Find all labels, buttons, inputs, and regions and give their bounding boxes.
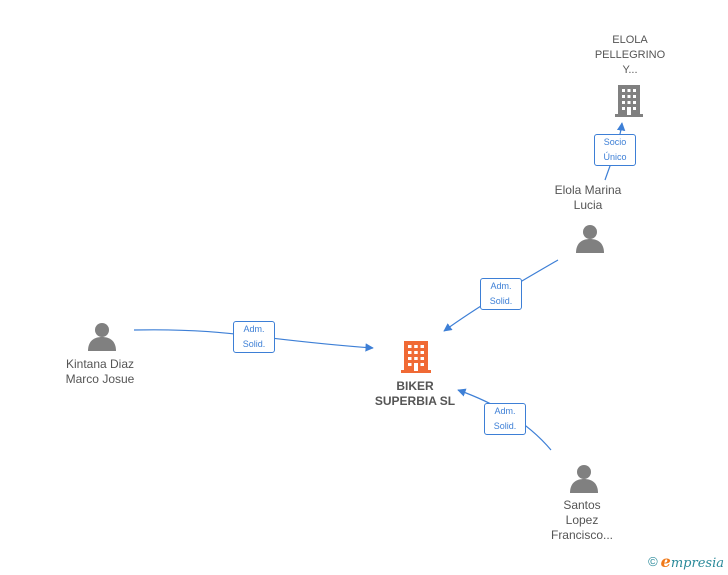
node-label-kintana[interactable]: Kintana Diaz Marco Josue (65, 357, 135, 386)
copyright-icon: © (648, 554, 658, 569)
building-icon[interactable] (401, 341, 431, 373)
node-label-central[interactable]: BIKER SUPERBIA SL (374, 379, 456, 408)
edge-label-elola-marina[interactable]: Adm. Solid. (480, 278, 522, 310)
node-label-elola-pellegrino[interactable]: ELOLA PELLEGRINO Y... (594, 34, 666, 76)
person-icon[interactable] (88, 323, 116, 351)
person-icon[interactable] (576, 225, 604, 253)
brand-footer[interactable]: © empresia (648, 552, 724, 571)
brand-logo[interactable]: empresia (660, 552, 724, 571)
edge-label-santos[interactable]: Adm. Solid. (484, 403, 526, 435)
person-icon[interactable] (570, 465, 598, 493)
edge-label-elola-pellegrino[interactable]: Socio Único (594, 134, 636, 166)
building-icon[interactable] (615, 85, 643, 117)
edge-label-kintana[interactable]: Adm. Solid. (233, 321, 275, 353)
node-label-santos[interactable]: Santos Lopez Francisco... (550, 498, 613, 542)
node-label-elola-marina[interactable]: Elola Marina Lucia (554, 183, 622, 212)
